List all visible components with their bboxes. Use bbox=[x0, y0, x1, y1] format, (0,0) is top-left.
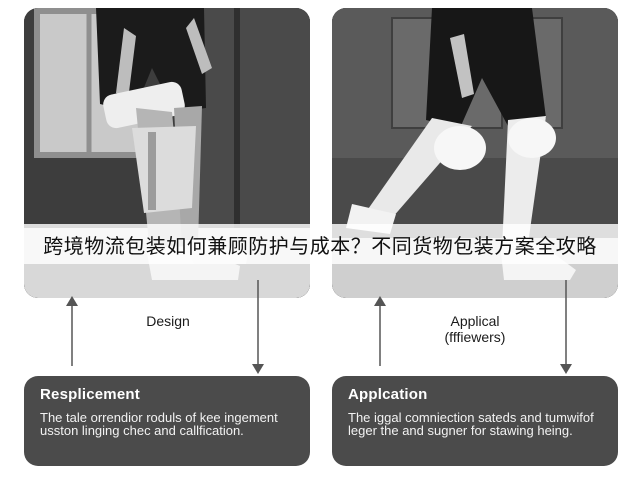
card-right: Applcation The iggal comniection sateds … bbox=[332, 376, 618, 466]
arrowhead-down-left bbox=[252, 364, 264, 374]
card-right-body: The iggal comniection sateds and tumwifo… bbox=[348, 410, 594, 438]
title-banner: 跨境物流包装如何兼顾防护与成本？不同货物包装方案全攻略 bbox=[0, 224, 640, 264]
card-right-title: Applcation bbox=[348, 386, 428, 403]
card-left-body: The tale orrendior roduls of kee ingemen… bbox=[40, 410, 278, 438]
applical-label: Applical (fffiewers) bbox=[410, 313, 540, 345]
design-label: Design bbox=[128, 313, 208, 329]
applical-label-line1: Applical bbox=[450, 313, 500, 329]
banner-title: 跨境物流包装如何兼顾防护与成本？不同货物包装方案全攻略 bbox=[43, 233, 597, 258]
card-left-title: Resplicement bbox=[40, 386, 140, 403]
design-label-text: Design bbox=[146, 313, 190, 329]
applical-label-line2: (fffiewers) bbox=[444, 329, 506, 345]
card-left: Resplicement The tale orrendior roduls o… bbox=[24, 376, 310, 466]
arrowhead-down-right bbox=[560, 364, 572, 374]
